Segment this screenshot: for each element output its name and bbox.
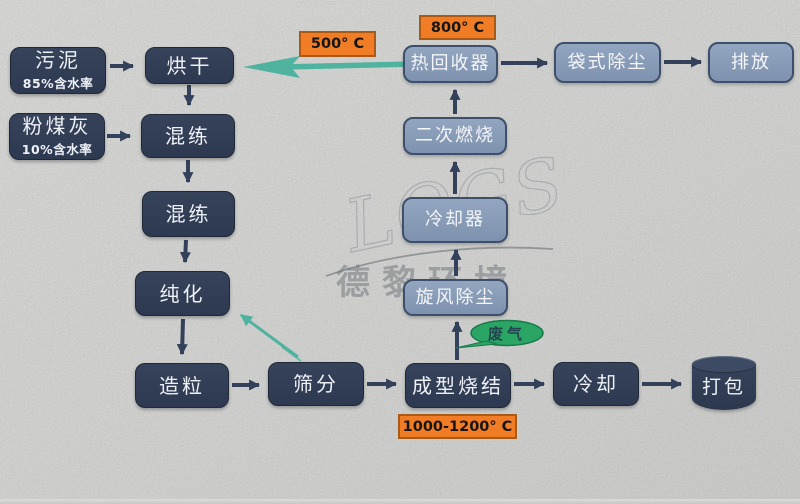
- node-mixing-2: 混练: [142, 191, 235, 237]
- node-secondary-combustion: 二次燃烧: [403, 117, 507, 155]
- node-bag-dust-label: 袋式除尘: [567, 51, 648, 73]
- waste-gas-label: 废气: [487, 324, 526, 343]
- node-packing: 打包: [692, 356, 756, 410]
- node-purification: 纯化: [135, 271, 230, 316]
- node-cooling: 冷却: [553, 362, 639, 406]
- node-fly-ash-sub: 10%含水率: [21, 142, 93, 157]
- node-packing-label: 打包: [701, 375, 746, 398]
- node-purification-label: 纯化: [159, 281, 206, 306]
- node-screening-label: 筛分: [293, 372, 339, 396]
- node-heat-recovery: 热回收器: [403, 45, 498, 83]
- page-bottom-edge: [0, 499, 800, 504]
- node-cyclone-dust: 旋风除尘: [403, 279, 508, 316]
- temp-label-800c: 800° C: [419, 15, 496, 40]
- node-sludge: 污泥 85%含水率: [10, 47, 106, 94]
- node-cyclone-dust-label: 旋风除尘: [415, 286, 496, 308]
- arrow-purification-to-granulation: [176, 318, 188, 356]
- node-discharge-label: 排放: [731, 51, 771, 73]
- node-discharge: 排放: [708, 42, 794, 83]
- temp-label-sintering: 1000-1200° C: [398, 414, 517, 439]
- node-sintering: 成型烧结: [405, 363, 511, 408]
- node-fly-ash-label: 粉煤灰: [22, 114, 92, 138]
- node-sludge-label: 污泥: [35, 48, 81, 72]
- arrow-screening-to-purification-feather: [281, 346, 302, 362]
- node-screening: 筛分: [268, 362, 364, 406]
- node-heat-recovery-label: 热回收器: [410, 53, 491, 75]
- node-sludge-sub: 85%含水率: [22, 76, 94, 91]
- arrow-mixing2-to-purification: [179, 239, 191, 264]
- node-bag-dust: 袋式除尘: [554, 42, 661, 83]
- temp-label-500c: 500° C: [299, 31, 376, 57]
- node-mixing-1-label: 混练: [165, 124, 211, 148]
- node-fly-ash: 粉煤灰 10%含水率: [9, 113, 105, 160]
- node-drying: 烘干: [145, 47, 234, 84]
- node-mixing-2-label: 混练: [165, 202, 212, 226]
- node-granulation: 造粒: [135, 363, 229, 408]
- node-cooler: 冷却器: [402, 197, 508, 243]
- node-sintering-label: 成型烧结: [412, 373, 504, 398]
- node-granulation-label: 造粒: [159, 373, 205, 398]
- node-mixing-1: 混练: [141, 114, 235, 158]
- arrow-heatrecovery-to-drying: [243, 56, 404, 78]
- node-cooler-label: 冷却器: [425, 209, 485, 231]
- node-cooling-label: 冷却: [573, 372, 619, 396]
- arrow-screening-to-purification: [240, 313, 299, 359]
- node-secondary-combustion-label: 二次燃烧: [415, 125, 495, 147]
- node-drying-label: 烘干: [166, 53, 213, 78]
